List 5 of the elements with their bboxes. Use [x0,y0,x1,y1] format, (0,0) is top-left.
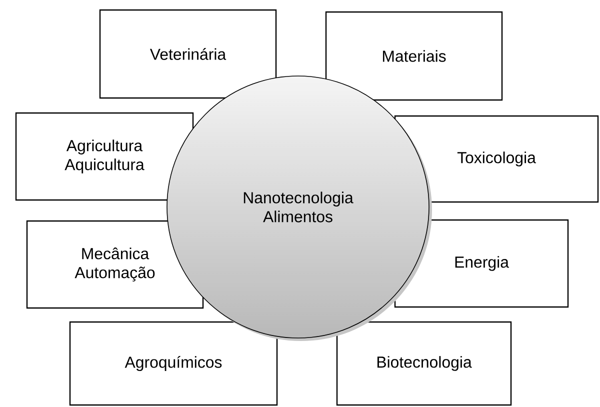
topic-box: Agroquímicos [69,321,278,406]
topic-box: Biotecnologia [336,321,512,406]
topic-box: Materiais [325,11,503,101]
topic-box: Veterinária [99,9,277,99]
topic-box: Agricultura Aquicultura [15,112,194,201]
